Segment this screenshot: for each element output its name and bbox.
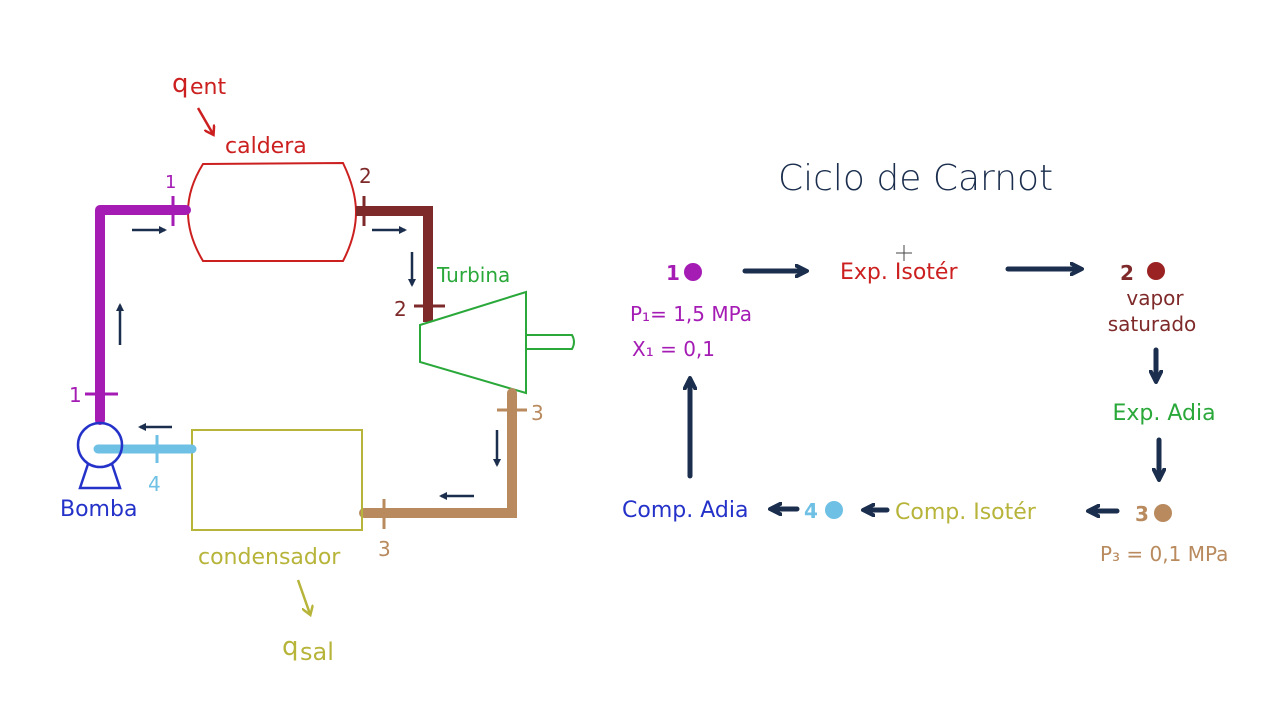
process-isothermal-expansion: Exp. Isotér [840, 260, 958, 285]
state-4-node: 4 [804, 499, 843, 523]
heat-out-label: q sal [282, 632, 334, 666]
process-adiabatic-compression: Comp. Adia [622, 498, 748, 523]
rankine-plant-diagram: q ent caldera 1 1 2 2 Turbina 3 3 [60, 69, 575, 666]
state-2-desc-line1: vapor [1126, 286, 1184, 310]
diagram-title: Ciclo de Carnot [778, 158, 1053, 199]
pump-label: Bomba [60, 497, 137, 522]
process-isothermal-compression: Comp. Isotér [895, 500, 1037, 525]
state-1-pressure: P₁= 1,5 MPa [630, 302, 752, 326]
pump-base [78, 463, 122, 490]
process-adiabatic-expansion: Exp. Adia [1112, 401, 1215, 426]
state-4-number: 4 [804, 499, 818, 523]
pump-symbol [76, 421, 124, 490]
label-1-bottom: 1 [69, 383, 82, 407]
state-3-dot [1154, 504, 1172, 522]
condenser-shape [191, 429, 363, 531]
label-2-turbine: 2 [394, 297, 407, 321]
boiler-shape [186, 161, 358, 262]
pipe-state-1 [95, 205, 191, 425]
state-2-node: 2 vapor saturado [1108, 261, 1197, 336]
q-out-subscript: sal [300, 638, 334, 666]
heat-in-arrow [196, 107, 213, 134]
pipe-state-2 [356, 206, 433, 322]
state-1-dot [684, 263, 702, 281]
label-4: 4 [148, 472, 161, 496]
label-3-turbine: 3 [531, 401, 544, 425]
boiler-label: caldera [225, 134, 307, 159]
state-3-pressure: P₃ = 0,1 MPa [1100, 542, 1228, 566]
state-3-number: 3 [1135, 502, 1149, 526]
turbine-label: Turbina [436, 263, 510, 287]
condenser-label: condensador [198, 545, 341, 570]
state-2-dot [1147, 262, 1165, 280]
q-in-subscript: ent [190, 75, 226, 100]
state-2-number: 2 [1120, 261, 1134, 285]
carnot-cycle-flow: Ciclo de Carnot 1 P₁= 1,5 MPa X₁ = 0,1 E… [622, 158, 1228, 566]
pump-casing [76, 421, 124, 469]
heat-in-label: q ent [172, 69, 226, 100]
turbine-shape [419, 290, 527, 395]
state-1-node: 1 P₁= 1,5 MPa X₁ = 0,1 [630, 261, 752, 361]
q-out-symbol: q [282, 632, 299, 662]
state-1-number: 1 [666, 261, 680, 285]
label-2-top: 2 [359, 164, 372, 188]
state-3-node: 3 P₃ = 0,1 MPa [1100, 502, 1228, 566]
crosshair-cursor-icon [896, 245, 912, 261]
state-2-desc-line2: saturado [1108, 312, 1197, 336]
label-3-condenser: 3 [378, 537, 391, 561]
q-in-symbol: q [172, 69, 189, 99]
state-1-quality: X₁ = 0,1 [632, 337, 715, 361]
state-4-dot [825, 501, 843, 519]
pipe-state-3 [359, 388, 517, 518]
heat-out-arrow [296, 579, 310, 614]
label-1-top: 1 [165, 172, 176, 193]
turbine-shaft [526, 334, 575, 350]
